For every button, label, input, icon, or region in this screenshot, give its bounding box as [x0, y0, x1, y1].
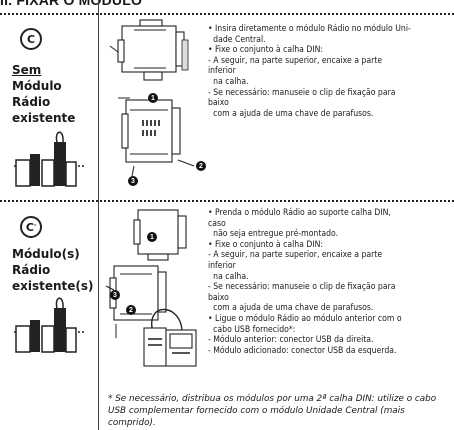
case-c-prime-title: Módulo(s) Rádio existente(s) [12, 246, 94, 294]
footnote: * Se necessário, distribua os módulos po… [108, 393, 446, 429]
footnote-line: * Se necessário, distribua os módulos po… [108, 394, 437, 404]
case-c-prime-title-line1: Módulo(s) [12, 247, 80, 261]
instruction-line: cabo USB fornecido*: [213, 324, 296, 335]
section-title: II. Fixar o Módulo [0, 0, 143, 8]
instruction-line: com a ajuda de uma chave de parafusos. [213, 108, 374, 119]
middle-divider [0, 200, 454, 202]
step-marker: 2 [126, 305, 136, 315]
case-c-prime-badge: C' [20, 216, 42, 238]
step-marker: 3 [128, 176, 138, 186]
case-c-prime-instructions: • Prenda o módulo Rádio ao suporte calha… [208, 208, 411, 356]
instruction-line: - Módulo adicionado: conector USB da esq… [208, 345, 397, 356]
instruction-line: • Ligue o módulo Rádio ao módulo anterio… [208, 313, 402, 324]
instruction-line: - Se necessário: manuseie o clip de fixa… [208, 282, 396, 303]
case-c-prime-mounting-diagram [105, 209, 197, 367]
instruction-line: com a ajuda de uma chave de parafusos. [213, 303, 374, 314]
step-marker: 3 [110, 290, 120, 300]
case-c-prime-title-line2: Rádio [12, 263, 51, 277]
instruction-line: na calha. [213, 271, 249, 282]
case-c-prime-title-line3: existente(s) [12, 279, 94, 293]
case-c-title: Sem Módulo Rádio existente [12, 62, 75, 126]
instruction-line: • Fixe o conjunto à calha DIN: [208, 239, 324, 250]
instruction-line: dade Central. [213, 34, 266, 45]
instruction-line: - A seguir, na parte superior, encaixe a… [208, 55, 383, 77]
instruction-line: - Se necessário: manuseie o clip de fixa… [208, 87, 396, 109]
column-divider [98, 0, 99, 430]
case-c-title-line2: Módulo [12, 79, 62, 93]
instruction-line: - Módulo anterior: conector USB da direi… [208, 335, 374, 346]
instruction-line: • Insira diretamente o módulo Rádio no m… [208, 24, 411, 34]
case-c-mounting-diagram [109, 19, 195, 177]
module-assembly-icon [14, 131, 86, 187]
case-c-title-line1: Sem [12, 63, 42, 77]
module-assembly-icon [14, 297, 86, 353]
top-divider [0, 13, 454, 15]
instruction-line: na calha. [213, 76, 249, 87]
step-marker: 1 [148, 93, 158, 103]
instruction-line: • Prenda o módulo Rádio ao suporte calha… [208, 208, 391, 229]
instruction-line: não seja entregue pré-montado. [213, 229, 339, 240]
case-c-badge: C [20, 28, 42, 50]
case-c-instructions: • Insira diretamente o módulo Rádio no m… [208, 24, 411, 119]
step-marker: 1 [147, 232, 157, 242]
case-c-prime-badge-label: C [25, 220, 34, 234]
case-c-title-line3: Rádio [12, 95, 51, 109]
instruction-line: • Fixe o conjunto à calha DIN: [208, 45, 324, 56]
step-marker: 2 [196, 161, 206, 171]
footnote-line: USB complementar fornecido com o módulo … [108, 406, 405, 428]
case-c-badge-label: C [26, 32, 36, 46]
instruction-line: - A seguir, na parte superior, encaixe a… [208, 250, 383, 271]
case-c-title-line4: existente [12, 111, 76, 125]
